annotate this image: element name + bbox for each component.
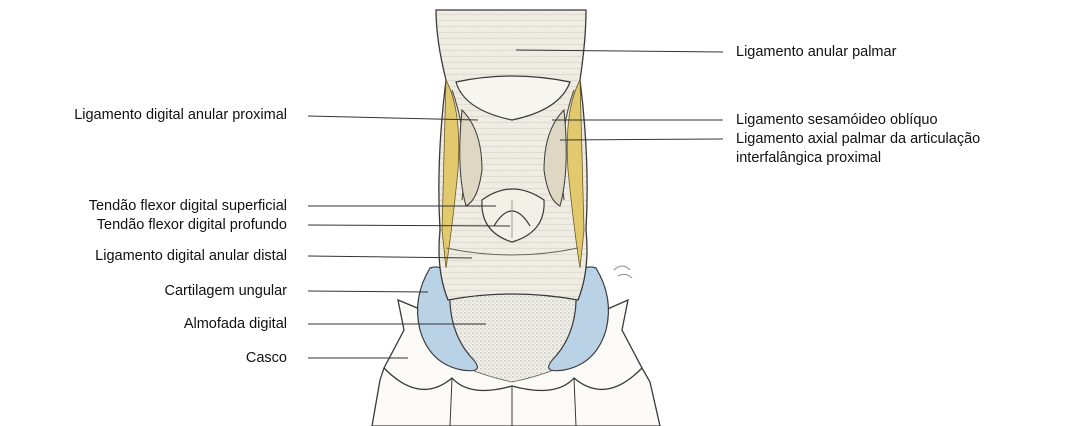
label-palmar-annular-ligament: Ligamento anular palmar — [736, 43, 896, 61]
label-proximal-annular-ligament: Ligamento digital anular proximal — [74, 106, 287, 124]
label-axial-palmar-ligament-line2: interfalângica proximal — [736, 149, 881, 167]
label-ungular-cartilage: Cartilagem ungular — [164, 282, 287, 300]
label-oblique-sesamoidean-ligament: Ligamento sesamóideo oblíquo — [736, 111, 938, 129]
label-superficial-flexor-tendon: Tendão flexor digital superficial — [89, 197, 287, 215]
label-hoof: Casco — [246, 349, 287, 367]
label-digital-cushion: Almofada digital — [184, 315, 287, 333]
label-deep-flexor-tendon: Tendão flexor digital profundo — [97, 216, 287, 234]
label-axial-palmar-ligament-line1: Ligamento axial palmar da articulação — [736, 130, 980, 148]
label-distal-annular-ligament: Ligamento digital anular distal — [95, 247, 287, 265]
leader-left-5 — [308, 291, 428, 292]
